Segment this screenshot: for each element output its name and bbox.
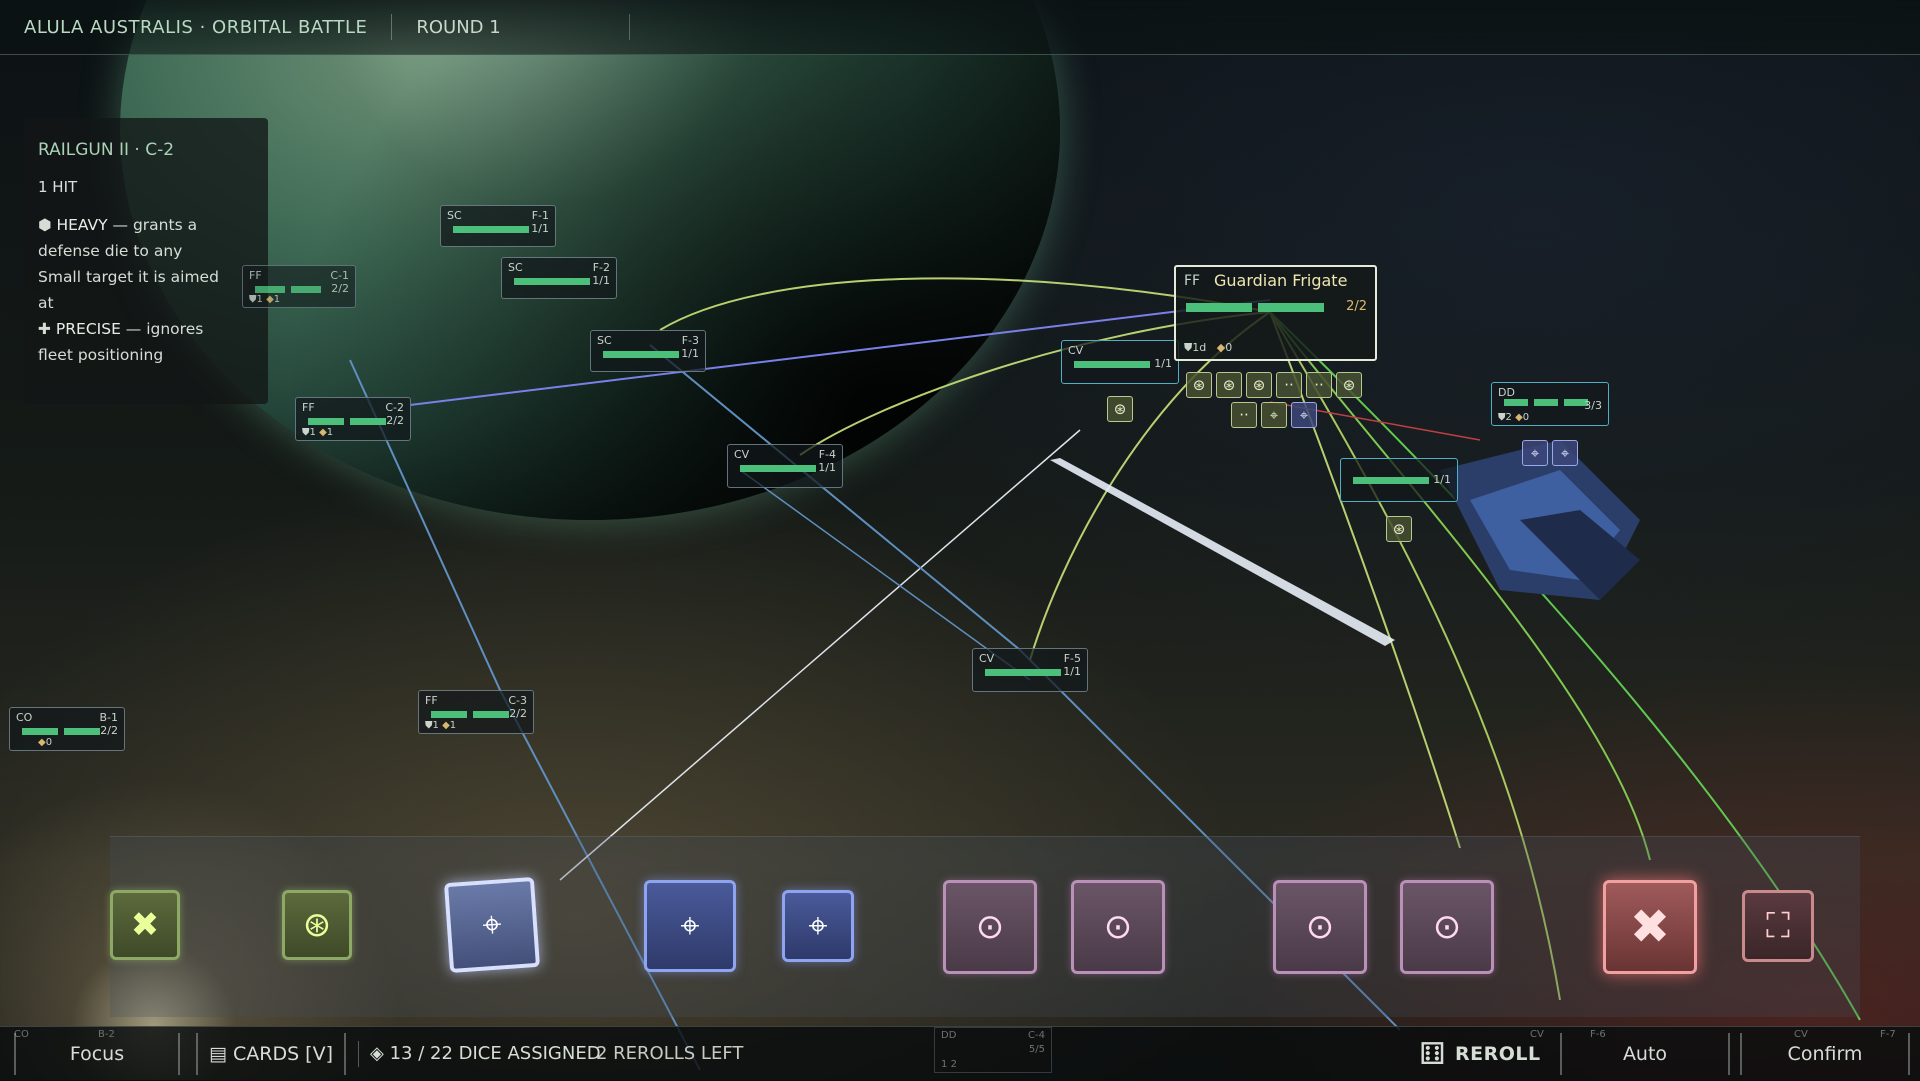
ship-card-c1[interactable]: FF C-1 2/2 ⛊1 ◆1 — [242, 265, 356, 308]
auto-button[interactable]: Auto — [1560, 1033, 1730, 1075]
crosshair-icon: ⌖ — [808, 906, 828, 946]
die-double[interactable]: ⊙ — [943, 880, 1037, 974]
divider — [628, 14, 630, 40]
dice-icon: ⚅ — [1419, 1036, 1455, 1072]
die-hit-selected[interactable]: ⌖ — [443, 876, 541, 974]
die-double[interactable]: ⊙ — [1273, 880, 1367, 974]
ship-card-c3[interactable]: FF C-3 2/2 ⛊1 ◆1 — [418, 690, 534, 734]
target-line — [1269, 311, 1461, 849]
die-focus[interactable]: ⊛ — [282, 890, 352, 960]
heavy-text: — grants a — [107, 216, 198, 234]
crosshair-icon: ⌖ — [481, 904, 503, 946]
crosshair-icon[interactable]: ⌖ — [1522, 440, 1548, 466]
ship-card-cv[interactable]: CV 1/1 — [1061, 340, 1179, 384]
focus-icon[interactable]: ⊛ — [1386, 516, 1412, 542]
shield-icon: ⛊ — [1184, 341, 1193, 354]
shield-icon: ⛊ — [249, 294, 257, 305]
confirm-button[interactable]: Confirm — [1740, 1033, 1910, 1075]
diamond-icon: ◆ — [1216, 341, 1226, 354]
ship-card-f4[interactable]: CV F-4 1/1 — [727, 444, 843, 488]
precise-keyword: PRECISE — [55, 320, 121, 338]
target-line — [1269, 311, 1561, 1001]
tooltip-title: RAILGUN II · C-2 — [38, 140, 175, 160]
reroll-button[interactable]: ⚅ REROLL — [1419, 1036, 1541, 1072]
ship-card-c2[interactable]: FF C-2 2/2 ⛊1 ◆1 — [295, 397, 411, 441]
double-dot-icon[interactable]: ·· — [1276, 372, 1302, 398]
cross-icon: ✖ — [130, 905, 160, 945]
heavy-text: at — [38, 294, 54, 312]
tooltip-hits: 1 HIT — [38, 178, 78, 196]
crosshair-icon[interactable]: ⌖ — [1291, 402, 1317, 428]
diamond-icon: ◆ — [319, 427, 327, 438]
focus-button[interactable]: Focus — [14, 1033, 180, 1075]
cards-button[interactable]: ▤ CARDS [V] — [196, 1033, 346, 1075]
projectile-streak — [1050, 458, 1395, 646]
dot-icon: ⊙ — [1432, 907, 1462, 947]
crosshair-icon[interactable]: ⌖ — [1552, 440, 1578, 466]
selected-target-guardian-frigate[interactable]: FF Guardian Frigate 2/2 ⛊1d ◆0 — [1174, 265, 1377, 361]
die-crit-miss[interactable]: ✖ — [1603, 880, 1697, 974]
die-target[interactable]: ⛶ — [1742, 890, 1814, 962]
ship-card-dd[interactable]: DD 3/3 ⛊2 ◆0 — [1491, 382, 1609, 426]
double-dot-icon: ⊙ — [1305, 907, 1335, 947]
battle-title: ALULA AUSTRALIS · ORBITAL BATTLE — [24, 16, 368, 38]
focus-icon[interactable]: ⊛ — [1186, 372, 1212, 398]
weapon-tooltip: RAILGUN II · C-2 1 HIT ⬢ HEAVY — grants … — [24, 118, 268, 404]
focus-icon[interactable]: ⊛ — [1336, 372, 1362, 398]
ship-card-f1[interactable]: SC F-1 1/1 — [440, 205, 556, 247]
shield-icon: ⛊ — [1498, 412, 1506, 423]
die-miss[interactable]: ✖ — [110, 890, 180, 960]
diamond-icon: ◆ — [266, 294, 274, 305]
target-line — [409, 299, 1271, 406]
focus-icon[interactable]: ⊛ — [1107, 396, 1133, 422]
divider — [391, 14, 393, 40]
target-line — [739, 469, 1031, 681]
shield-icon: ⛊ — [425, 720, 433, 731]
crosshair-icon: ⌖ — [680, 906, 700, 946]
die-single[interactable]: ⊙ — [1400, 880, 1494, 974]
ship-card-f3[interactable]: SC F-3 1/1 — [590, 330, 706, 372]
precise-text: fleet positioning — [38, 346, 164, 364]
ship-card-unknown[interactable]: 1/1 — [1340, 458, 1458, 502]
focus-icon[interactable]: ⊛ — [1246, 372, 1272, 398]
top-bar: ALULA AUSTRALIS · ORBITAL BATTLE ROUND 1 — [0, 0, 1920, 55]
double-dot-icon[interactable]: ·· — [1306, 372, 1332, 398]
cards-icon: ▤ — [208, 1043, 233, 1065]
enemy-ship-hull — [1440, 440, 1640, 600]
diamond-icon: ◆ — [442, 720, 450, 731]
ship-name: Guardian Frigate — [1214, 271, 1348, 290]
diamond-icon: ◆ — [1515, 412, 1523, 423]
die-hit[interactable]: ⌖ — [782, 890, 854, 962]
hexagon-icon: ⬢ — [38, 216, 57, 234]
bottom-bar: CO B-2 Focus ▤ CARDS [V] ◈ 13 / 22 DICE … — [0, 1026, 1920, 1081]
double-dot-icon: ⊙ — [1103, 907, 1133, 947]
round-indicator: ROUND 1 — [416, 16, 501, 38]
precise-text: — ignores — [120, 320, 204, 338]
ghost-ship-card-c4: DD C-4 5/5 1 2 — [934, 1027, 1052, 1073]
double-dot-icon[interactable]: ·· — [1231, 402, 1257, 428]
heavy-text: defense die to any — [38, 242, 183, 260]
target-line — [659, 277, 1271, 331]
dice-assigned-count: 13 / 22 DICE ASSIGNED — [389, 1043, 601, 1064]
target-line — [559, 429, 1081, 881]
die-double[interactable]: ⊙ — [1071, 880, 1165, 974]
double-dot-icon: ⊙ — [975, 907, 1005, 947]
rerolls-left: 2 REROLLS LEFT — [596, 1043, 744, 1064]
heavy-text: Small target it is aimed — [38, 268, 219, 286]
target-bracket-icon: ⛶ — [1766, 906, 1790, 946]
cross-icon: ✖ — [1629, 899, 1671, 955]
focus-icon[interactable]: ⊛ — [1216, 372, 1242, 398]
diamond-outline-icon: ◈ — [370, 1043, 390, 1064]
crosshair-icon[interactable]: ⌖ — [1261, 402, 1287, 428]
heavy-keyword: HEAVY — [56, 216, 108, 234]
focus-icon: ⊛ — [302, 905, 332, 945]
ship-card-f2[interactable]: SC F-2 1/1 — [501, 257, 617, 299]
diamond-icon: ◆ — [38, 737, 46, 748]
die-hit[interactable]: ⌖ — [644, 880, 736, 972]
ship-card-b1[interactable]: CO B-1 2/2 ◆0 — [9, 707, 125, 751]
shield-icon: ⛊ — [302, 427, 310, 438]
ship-card-f5[interactable]: CV F-5 1/1 — [972, 648, 1088, 692]
plus-icon: ✚ — [38, 320, 56, 338]
